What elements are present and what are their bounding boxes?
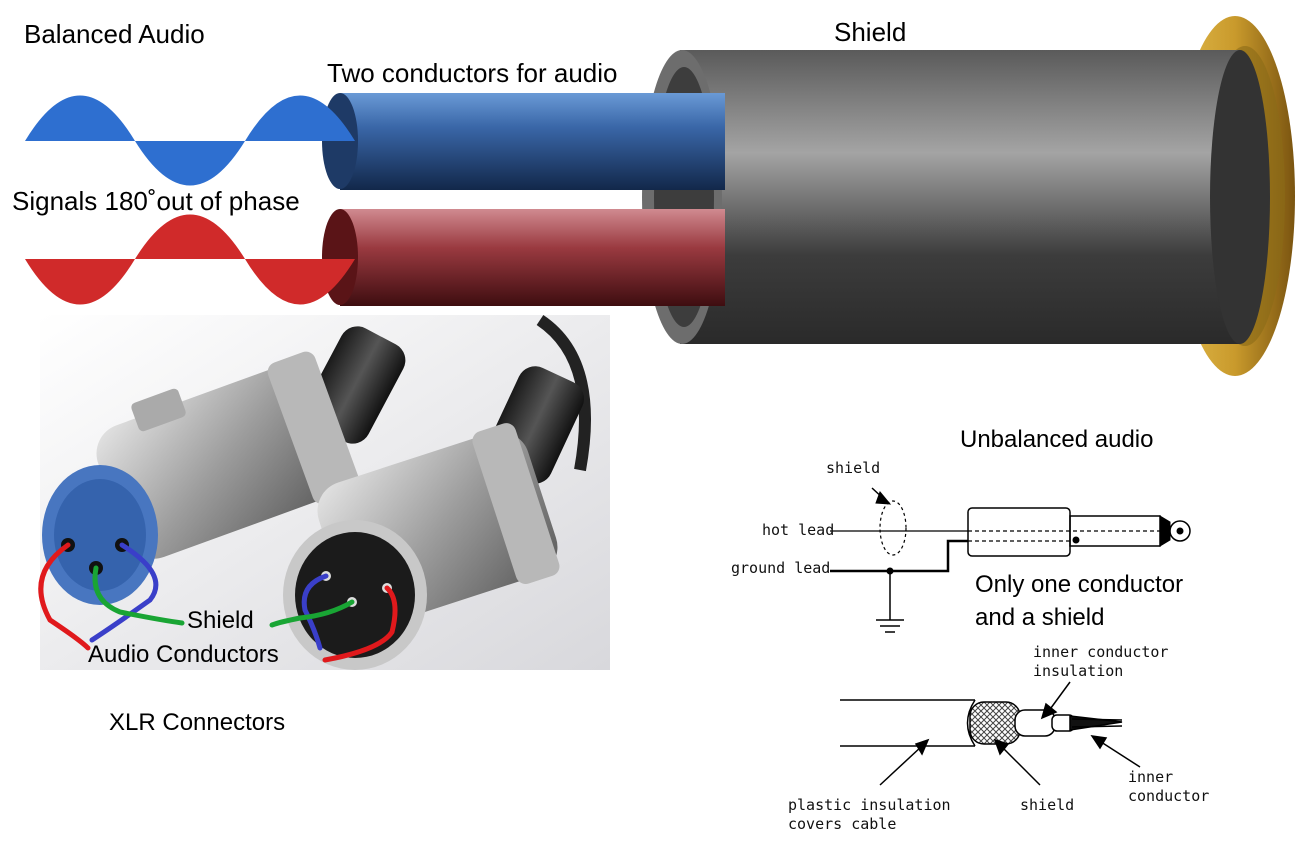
only-one-conductor-line1: Only one conductor (975, 571, 1184, 598)
coax-inner-insulation-line2: insulation (1033, 662, 1124, 680)
coax-shield-label: shield (1020, 796, 1075, 814)
xlr-caption: XLR Connectors (109, 709, 286, 736)
xlr-wire-markers (38, 542, 398, 663)
balanced-audio-title: Balanced Audio (24, 19, 205, 49)
coax-plastic-line1: plastic insulation (788, 796, 951, 814)
blue-signal-wave (25, 95, 355, 186)
xlr-shield-label: Shield (187, 607, 254, 634)
red-signal-wave (25, 214, 355, 305)
unbalanced-schematic (830, 487, 1191, 633)
coax-plastic-line2: covers cable (788, 815, 897, 833)
phase-note-label: Signals 180˚out of phase (12, 186, 300, 216)
coax-inner-line2: conductor (1128, 787, 1210, 805)
red-conductor (322, 209, 725, 306)
only-one-conductor-line2: and a shield (975, 604, 1105, 631)
coax-diagram (840, 681, 1141, 786)
coax-inner-line1: inner (1128, 768, 1174, 786)
xlr-audio-conductors-label: Audio Conductors (88, 641, 279, 668)
schematic-ground-lead-label: ground lead (731, 559, 831, 577)
shield-top-label: Shield (834, 17, 907, 47)
coax-inner-insulation-line1: inner conductor (1033, 643, 1169, 661)
cable-shield-jacket (642, 50, 1270, 344)
two-conductors-label: Two conductors for audio (327, 58, 618, 88)
blue-conductor (322, 93, 725, 190)
schematic-shield-label: shield (826, 459, 881, 477)
schematic-hot-lead-label: hot lead (762, 521, 835, 539)
unbalanced-title: Unbalanced audio (960, 426, 1154, 453)
